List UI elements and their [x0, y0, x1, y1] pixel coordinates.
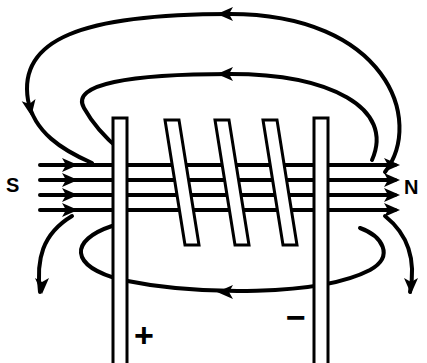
coil-turn [215, 120, 249, 245]
coil-lead [314, 118, 328, 363]
arrowhead [62, 173, 78, 187]
arrowhead [22, 99, 39, 117]
arrowhead [62, 203, 78, 217]
field-line [40, 163, 395, 167]
field-line [40, 178, 395, 182]
terminal-sign: + [134, 318, 154, 352]
terminal-sign: − [286, 300, 306, 334]
coil-turn [165, 120, 199, 245]
field-line [27, 14, 400, 172]
arrowhead [384, 158, 400, 172]
arrowhead [217, 285, 233, 299]
arrowhead [217, 7, 233, 21]
arrowheads [22, 7, 418, 299]
arrowhead [217, 67, 233, 81]
arrowhead [404, 278, 418, 294]
coil-winding [113, 118, 328, 363]
pole-label: N [404, 177, 418, 197]
arrowhead [384, 188, 400, 202]
arrowhead [35, 278, 49, 294]
pole-label: S [6, 175, 19, 195]
coil-turn [263, 120, 297, 245]
arrowhead [384, 203, 400, 217]
arrowhead [62, 188, 78, 202]
field-line [40, 208, 395, 212]
field-line [39, 216, 72, 292]
arrowhead [384, 173, 400, 187]
arrowhead [62, 158, 78, 172]
field-line [40, 193, 395, 197]
coil-lead [113, 118, 127, 363]
